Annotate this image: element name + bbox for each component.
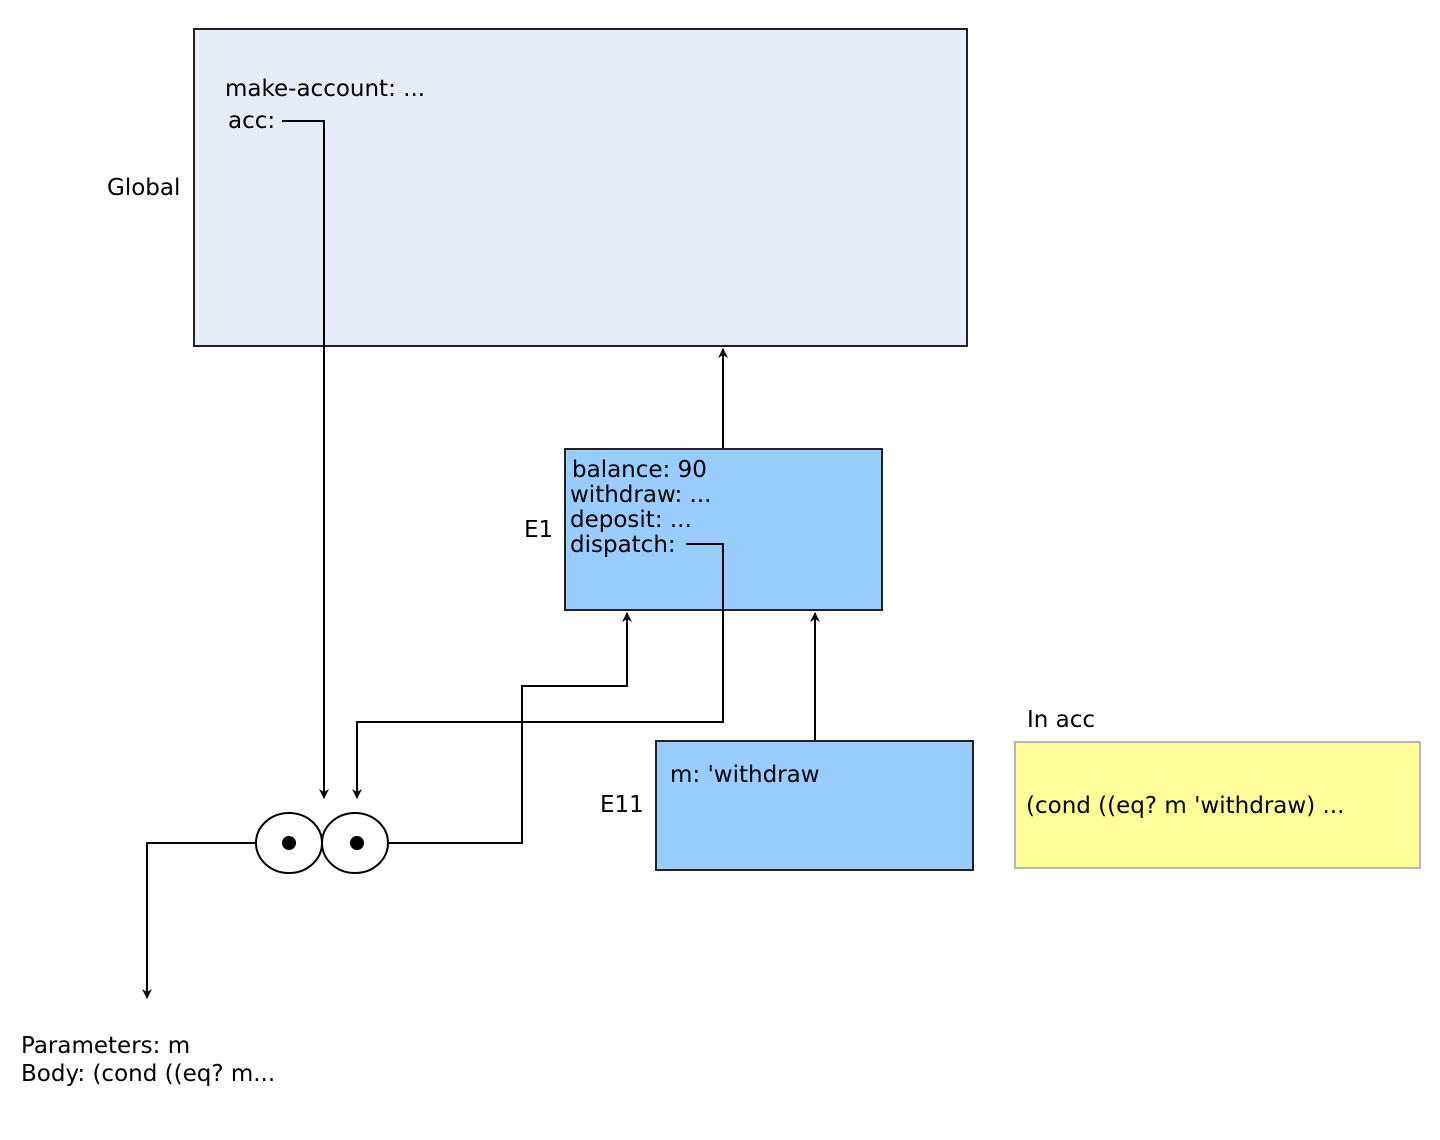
procedure-env-circle <box>321 812 389 874</box>
e11-binding-m: m: 'withdraw <box>670 762 820 788</box>
note-text: (cond ((eq? m 'withdraw) ... <box>1026 793 1345 819</box>
evaluation-note-box <box>1014 741 1421 869</box>
e1-binding-balance: balance: 90 <box>572 457 707 483</box>
note-title: In acc <box>1027 707 1096 733</box>
global-binding-acc: acc: <box>228 108 276 134</box>
procedure-env-dot <box>350 836 364 850</box>
e1-frame-label: E1 <box>524 517 554 543</box>
procedure-code-circle <box>255 812 323 874</box>
procedure-code-arrow <box>142 842 289 999</box>
procedure-env-arrow <box>389 612 632 844</box>
e1-binding-withdraw: withdraw: ... <box>570 482 712 508</box>
procedure-code-dot <box>282 836 296 850</box>
e11-frame-label: E11 <box>600 792 644 818</box>
procedure-parameters: Parameters: m <box>21 1033 191 1059</box>
e1-binding-deposit: deposit: ... <box>570 507 692 533</box>
e11-environment-frame <box>655 740 974 871</box>
procedure-body: Body: (cond ((eq? m... <box>21 1061 276 1087</box>
e1-binding-dispatch: dispatch: <box>570 532 676 558</box>
global-binding-make-account: make-account: ... <box>225 76 426 102</box>
global-frame-label: Global <box>107 175 181 201</box>
